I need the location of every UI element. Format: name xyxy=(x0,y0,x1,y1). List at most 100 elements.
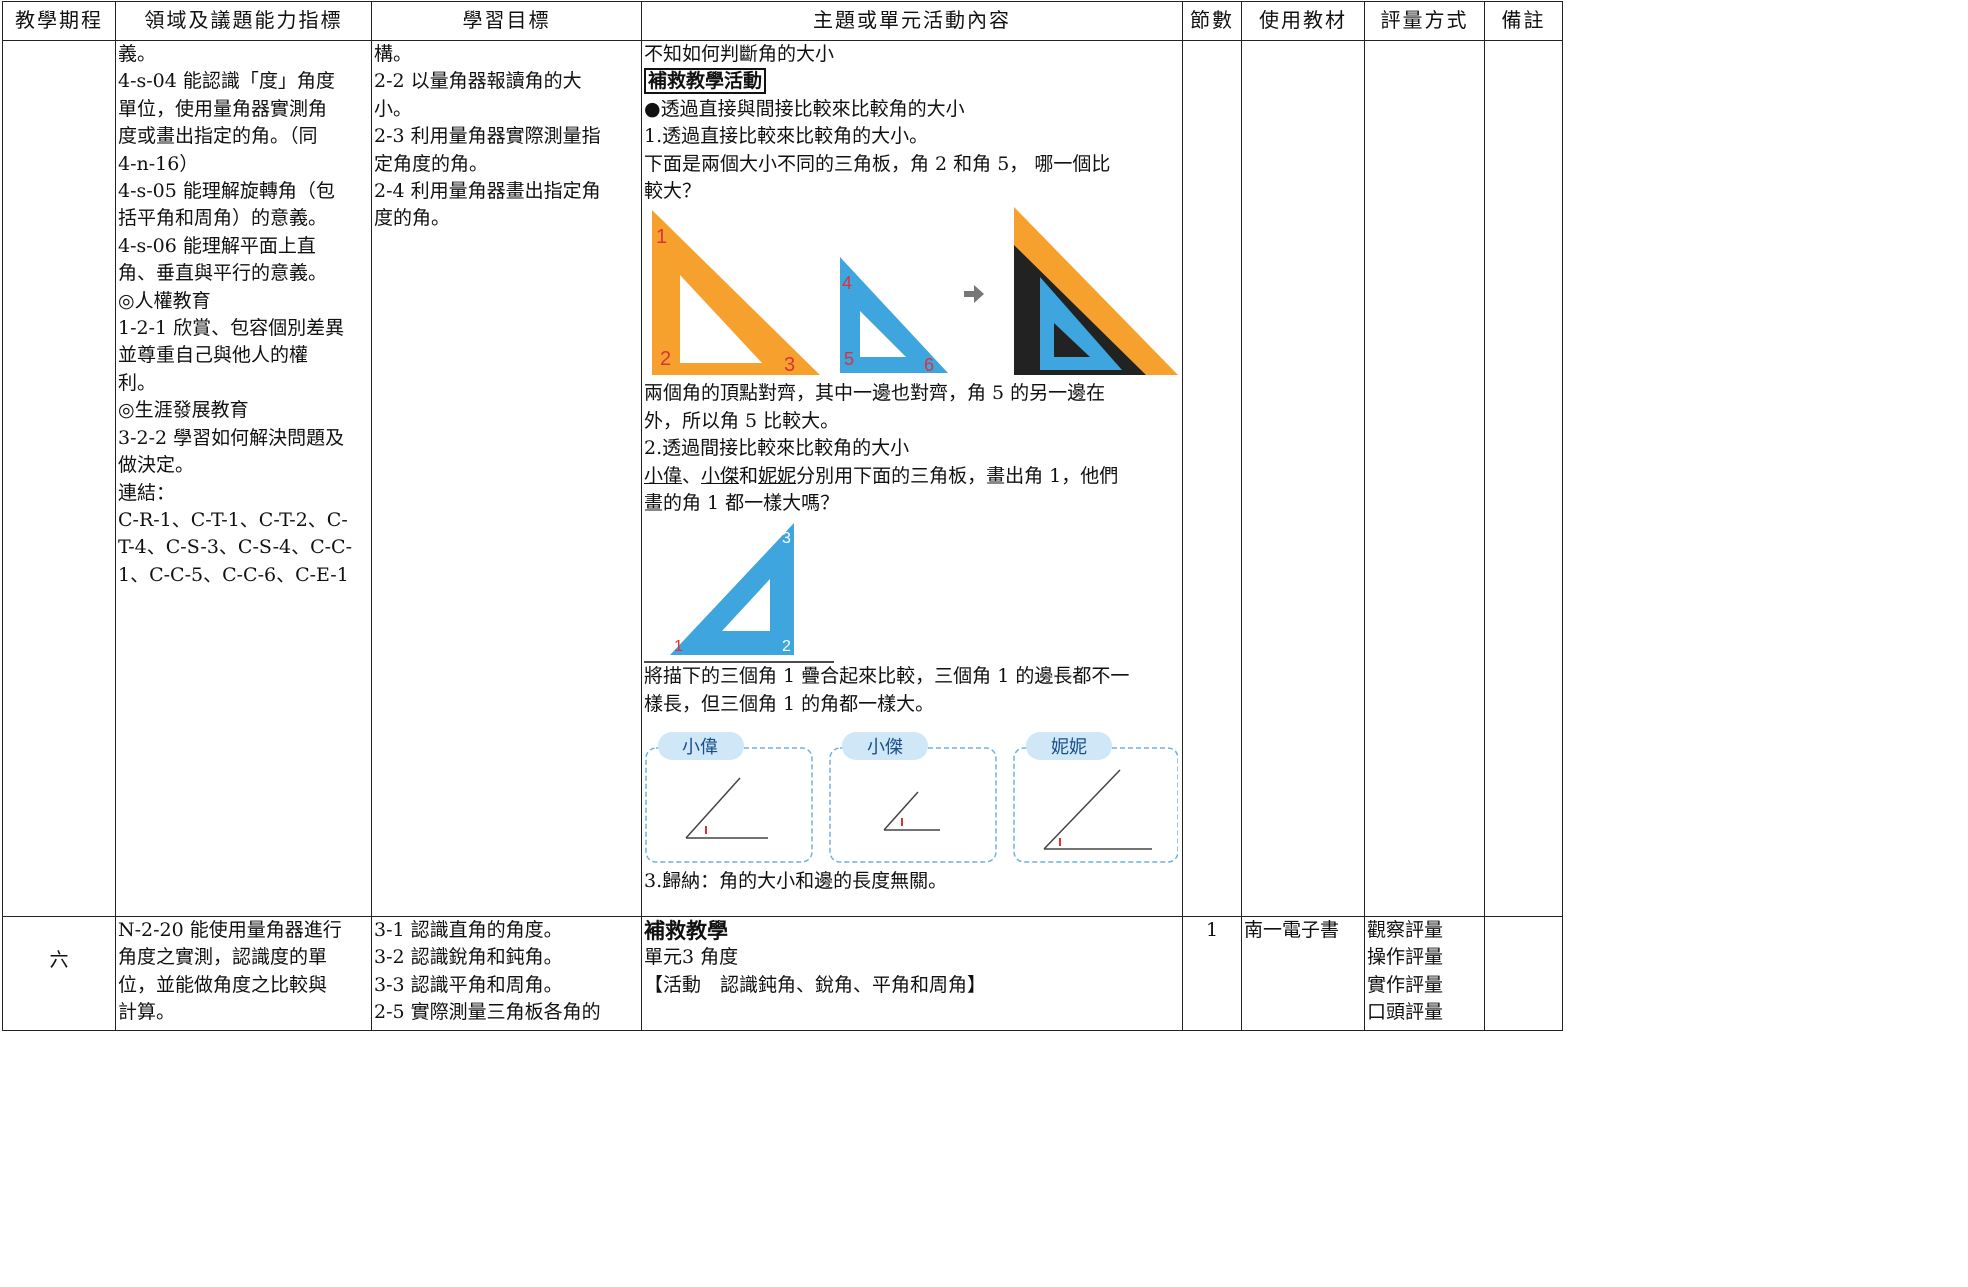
indicator-line: 角度之實測，認識度的單 xyxy=(118,946,328,969)
angle-label-2: 2 xyxy=(782,638,791,655)
name-badge-text: 小傑 xyxy=(867,737,903,757)
indicator-line: 義。 xyxy=(118,43,157,65)
content-line: 小偉、小傑和妮妮分別用下面的三角板，畫出角 1，他們 xyxy=(644,463,1180,490)
period-cell: 六 xyxy=(2,916,116,1031)
goal-line: 3-2 認識銳角和鈍角。 xyxy=(374,946,563,969)
indicator-line: 4-s-05 能理解旋轉角（包 xyxy=(118,180,335,203)
goal-line: 小。 xyxy=(374,97,413,120)
header-material: 使用教材 xyxy=(1241,1,1365,41)
indicator-line: 度或畫出指定的角。（同 xyxy=(118,125,318,148)
material-cell: 南一電子書 xyxy=(1241,916,1365,1031)
arrow-right-icon xyxy=(964,285,984,304)
angle-label-6: 6 xyxy=(924,355,934,375)
indicator-line: 單位，使用量角器實測角 xyxy=(118,97,328,120)
indicator-line: 利。 xyxy=(118,371,157,394)
angle-label-4: 4 xyxy=(842,273,852,293)
indicators-cell: N-2-20 能使用量角器進行 角度之實測，認識度的單 位，並能做角度之比較與 … xyxy=(115,916,372,1031)
indicator-line: ◎生涯發展教育 xyxy=(118,399,249,422)
assessment-line: 口頭評量 xyxy=(1367,1001,1444,1024)
assessment-cell: 觀察評量 操作評量 實作評量 口頭評量 xyxy=(1364,916,1485,1031)
goal-line: 2-3 利用量角器實際測量指 xyxy=(374,125,601,148)
lesson-plan-table: 教學期程 領域及議題能力指標 學習目標 主題或單元活動內容 節數 使用教材 評量… xyxy=(2,1,1563,1031)
assessment-line: 實作評量 xyxy=(1367,973,1444,996)
student-name: 妮妮 xyxy=(758,464,797,487)
angle-label-3: 3 xyxy=(784,354,795,376)
content-line: 2.透過間接比較來比較角的大小 xyxy=(644,437,910,460)
goal-line: 2-4 利用量角器畫出指定角 xyxy=(374,180,601,203)
remedial-activity-title: 補救教學活動 xyxy=(644,68,767,95)
material-cell xyxy=(1241,40,1365,917)
indicator-line: N-2-20 能使用量角器進行 xyxy=(118,919,342,941)
goal-line: 2-2 以量角器報讀角的大 xyxy=(374,70,582,93)
lesson-plan-page: 教學期程 領域及議題能力指標 學習目標 主題或單元活動內容 節數 使用教材 評量… xyxy=(2,1,1563,1031)
sessions-cell xyxy=(1182,40,1242,917)
name-badge-text: 妮妮 xyxy=(1051,737,1087,757)
content-line: 1.透過直接比較來比較角的大小。 xyxy=(644,125,929,148)
triangle-comparison-figure: 1 2 3 4 5 6 xyxy=(652,207,1178,376)
angle-label-5: 5 xyxy=(844,349,854,369)
content-line: 不知如何判斷角的大小 xyxy=(644,43,835,65)
goals-cell: 構。 2-2 以量角器報讀角的大 小。 2-3 利用量角器實際測量指 定角度的角… xyxy=(371,40,642,917)
separator-text: 、 xyxy=(682,464,702,487)
student-name: 小偉 xyxy=(644,464,683,487)
three-angles-figure: 小偉 小傑 妮妮 xyxy=(645,732,1178,864)
content-line: 較大？ xyxy=(644,180,702,203)
angle-label-3: 3 xyxy=(782,530,791,547)
indicator-line: 1、C-C-5、C-C-6、C-E-1 xyxy=(118,563,349,586)
indicator-line: 計算。 xyxy=(118,1001,176,1024)
header-goals: 學習目標 xyxy=(371,1,642,41)
indicator-line: 並尊重自己與他人的權 xyxy=(118,344,309,367)
indicator-line: 角、垂直與平行的意義。 xyxy=(118,262,328,285)
content-line: 補救教學活動 xyxy=(644,68,1180,95)
notes-cell xyxy=(1484,916,1563,1031)
sessions-cell: 1 xyxy=(1182,916,1242,1031)
table-row: 義。 4-s-04 能認識「度」角度 單位，使用量角器實測角 度或畫出指定的角。… xyxy=(2,40,1563,917)
angle-label-2: 2 xyxy=(660,348,671,370)
indicator-line: 4-s-06 能理解平面上直 xyxy=(118,234,316,257)
indicator-line: 做決定。 xyxy=(118,454,195,477)
unit-line: 單元3 角度 xyxy=(644,946,739,969)
header-content: 主題或單元活動內容 xyxy=(641,1,1183,41)
activity-line: 【活動 認識鈍角、銳角、平角和周角】 xyxy=(644,973,987,996)
indicator-line: T-4、C-S-3、C-S-4、C-C- xyxy=(118,536,353,559)
assessment-line: 操作評量 xyxy=(1367,946,1444,969)
header-notes: 備註 xyxy=(1484,1,1563,41)
header-assessment: 評量方式 xyxy=(1364,1,1485,41)
content-line: 畫的角 1 都一樣大嗎？ xyxy=(644,492,840,515)
content-line: ●透過直接與間接比較來比較角的大小 xyxy=(644,97,965,120)
content-line: 外，所以角 5 比較大。 xyxy=(644,409,840,432)
goal-line: 3-1 認識直角的角度。 xyxy=(374,919,563,941)
goals-cell: 3-1 認識直角的角度。 3-2 認識銳角和鈍角。 3-3 認識平角和周角。 2… xyxy=(371,916,642,1031)
content-text: 分別用下面的三角板，畫出角 1，他們 xyxy=(796,464,1119,487)
goal-line: 2-5 實際測量三角板各角的 xyxy=(374,1001,601,1024)
header-row: 教學期程 領域及議題能力指標 學習目標 主題或單元活動內容 節數 使用教材 評量… xyxy=(2,1,1563,41)
indicator-line: 連結： xyxy=(118,481,176,504)
content-line: 兩個角的頂點對齊，其中一邊也對齊，角 5 的另一邊在 xyxy=(644,382,1106,405)
content-line: 樣長，但三個角 1 的角都一樣大。 xyxy=(644,692,935,715)
student-name: 小傑 xyxy=(701,464,740,487)
content-line: 3.歸納：角的大小和邊的長度無關。 xyxy=(644,870,948,893)
goal-line: 3-3 認識平角和周角。 xyxy=(374,973,563,996)
header-indicators: 領域及議題能力指標 xyxy=(115,1,372,41)
table-row: 六 N-2-20 能使用量角器進行 角度之實測，認識度的單 位，並能做角度之比較… xyxy=(2,916,1563,1031)
indicator-line: 4-n-16） xyxy=(118,152,199,175)
separator-text: 和 xyxy=(739,464,759,487)
indicator-line: 3-2-2 學習如何解決問題及 xyxy=(118,426,345,449)
content-cell: 補救教學 單元3 角度 【活動 認識鈍角、銳角、平角和周角】 xyxy=(641,916,1183,1031)
content-line: 下面是兩個大小不同的三角板，角 2 和角 5， 哪一個比 xyxy=(644,152,1111,175)
angle-label-1: 1 xyxy=(674,638,683,655)
notes-cell xyxy=(1484,40,1563,917)
indicator-line: 1-2-1 欣賞、包容個別差異 xyxy=(118,317,345,340)
indicator-line: 位，並能做角度之比較與 xyxy=(118,973,328,996)
assessment-line: 觀察評量 xyxy=(1367,919,1444,941)
header-period: 教學期程 xyxy=(2,1,116,41)
indicators-cell: 義。 4-s-04 能認識「度」角度 單位，使用量角器實測角 度或畫出指定的角。… xyxy=(115,40,372,917)
blue-triangle-figure: 3 1 2 xyxy=(644,523,834,664)
goal-line: 定角度的角。 xyxy=(374,152,489,175)
assessment-cell xyxy=(1364,40,1485,917)
remedial-title: 補救教學 xyxy=(644,918,728,943)
content-cell: 不知如何判斷角的大小 補救教學活動 ●透過直接與間接比較來比較角的大小 1.透過… xyxy=(641,40,1183,917)
indicator-line: 4-s-04 能認識「度」角度 xyxy=(118,70,335,93)
angle-label-1: 1 xyxy=(656,226,667,248)
header-sessions: 節數 xyxy=(1182,1,1242,41)
